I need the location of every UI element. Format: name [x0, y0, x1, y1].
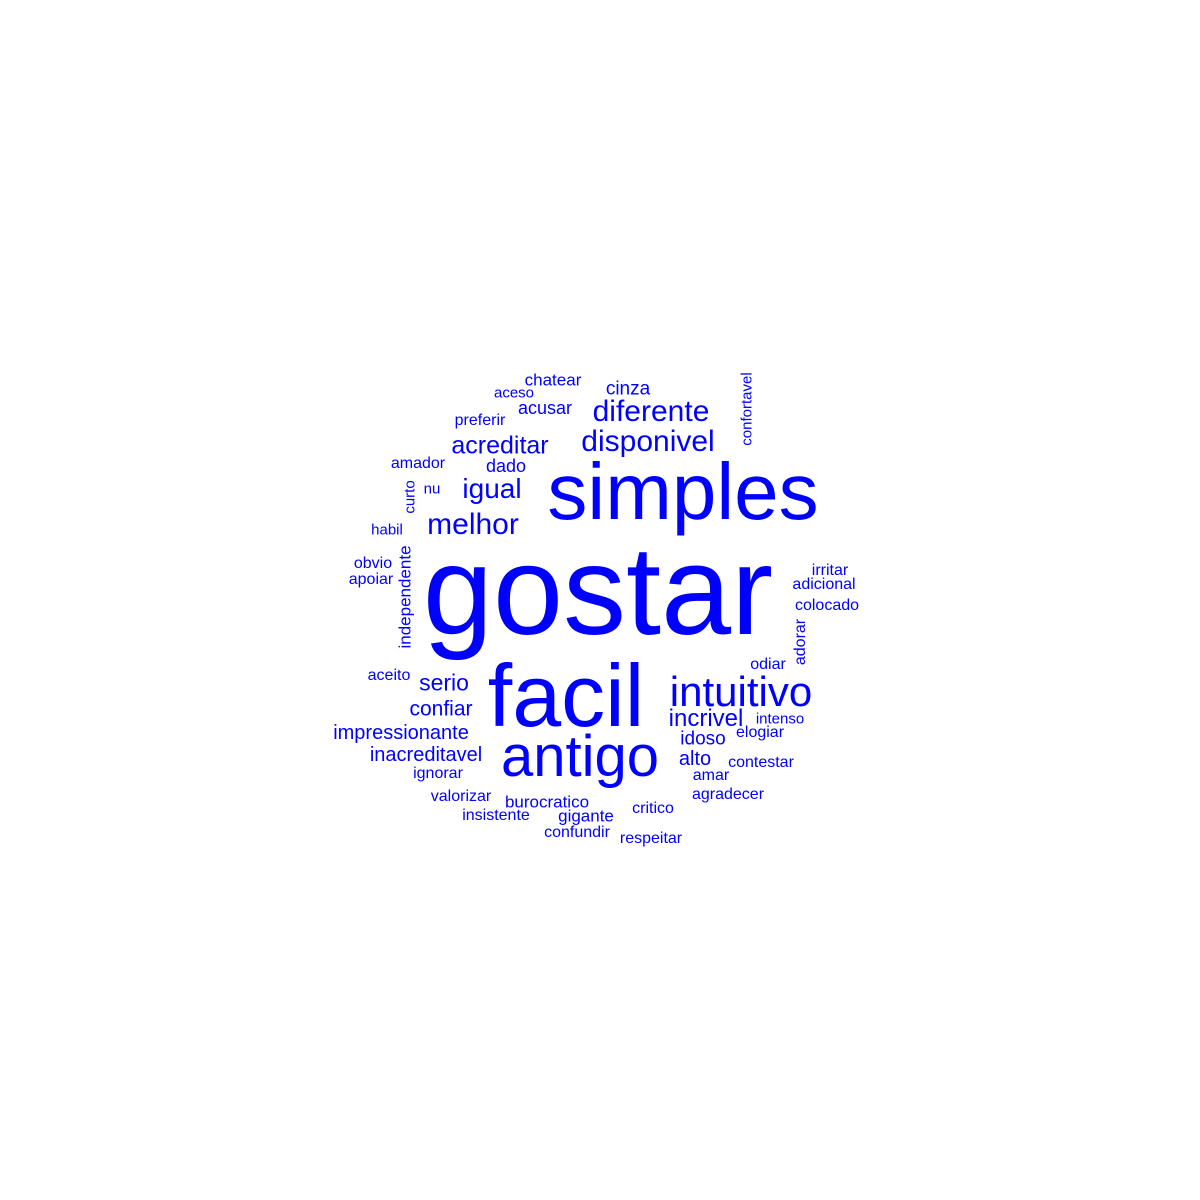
word-aceso: aceso	[493, 384, 535, 402]
word-intuitivo: intuitivo	[669, 668, 813, 715]
word-habil: habil	[371, 521, 403, 539]
word-dado: dado	[485, 456, 527, 476]
word-serio: serio	[419, 669, 469, 696]
word-alto: alto	[678, 748, 712, 770]
word-acreditar: acreditar	[451, 431, 549, 460]
word-critico: critico	[632, 800, 674, 817]
word-antigo: antigo	[500, 724, 660, 789]
word-acusar: acusar	[517, 398, 573, 418]
word-impressionante: impressionante	[333, 722, 469, 744]
word-melhor: melhor	[427, 508, 519, 541]
word-simples: simples	[547, 447, 819, 536]
word-confundir: confundir	[544, 824, 610, 841]
word-diferente: diferente	[592, 395, 710, 428]
word-amar: amar	[692, 767, 730, 784]
word-colocado: colocado	[794, 597, 860, 614]
word-valorizar: valorizar	[430, 788, 492, 805]
word-independente: independente	[395, 545, 415, 649]
word-insistente: insistente	[462, 807, 530, 824]
word-gostar: gostar	[422, 520, 774, 661]
word-adicional: adicional	[792, 576, 856, 593]
word-cinza: cinza	[605, 378, 651, 400]
word-facil: facil	[487, 646, 645, 745]
word-respeitar: respeitar	[619, 830, 683, 847]
word-agradecer: agradecer	[691, 786, 765, 803]
word-confortavel: confortavel	[738, 372, 756, 446]
word-apoiar: apoiar	[348, 571, 394, 588]
word-chatear: chatear	[524, 370, 582, 390]
word-nu: nu	[423, 480, 441, 498]
word-idoso: idoso	[680, 728, 726, 750]
word-odiar: odiar	[750, 656, 786, 673]
word-obvio: obvio	[353, 555, 393, 572]
word-intenso: intenso	[755, 710, 805, 728]
word-adorar: adorar	[792, 618, 809, 666]
word-gigante: gigante	[558, 806, 614, 826]
word-amador: amador	[390, 455, 446, 472]
word-confiar: confiar	[409, 697, 473, 721]
word-igual: igual	[462, 473, 522, 504]
word-inacreditavel: inacreditavel	[369, 744, 483, 766]
word-disponivel: disponivel	[581, 425, 715, 458]
word-ignorar: ignorar	[413, 765, 463, 782]
word-incrivel: incrivel	[668, 705, 744, 732]
word-burocratico: burocratico	[504, 792, 590, 812]
word-irritar: irritar	[811, 562, 849, 579]
word-curto: curto	[401, 480, 419, 514]
word-contestar: contestar	[728, 754, 794, 771]
word-elogiar: elogiar	[735, 724, 785, 741]
word-aceito: aceito	[367, 667, 411, 684]
word-preferir: preferir	[454, 412, 506, 429]
